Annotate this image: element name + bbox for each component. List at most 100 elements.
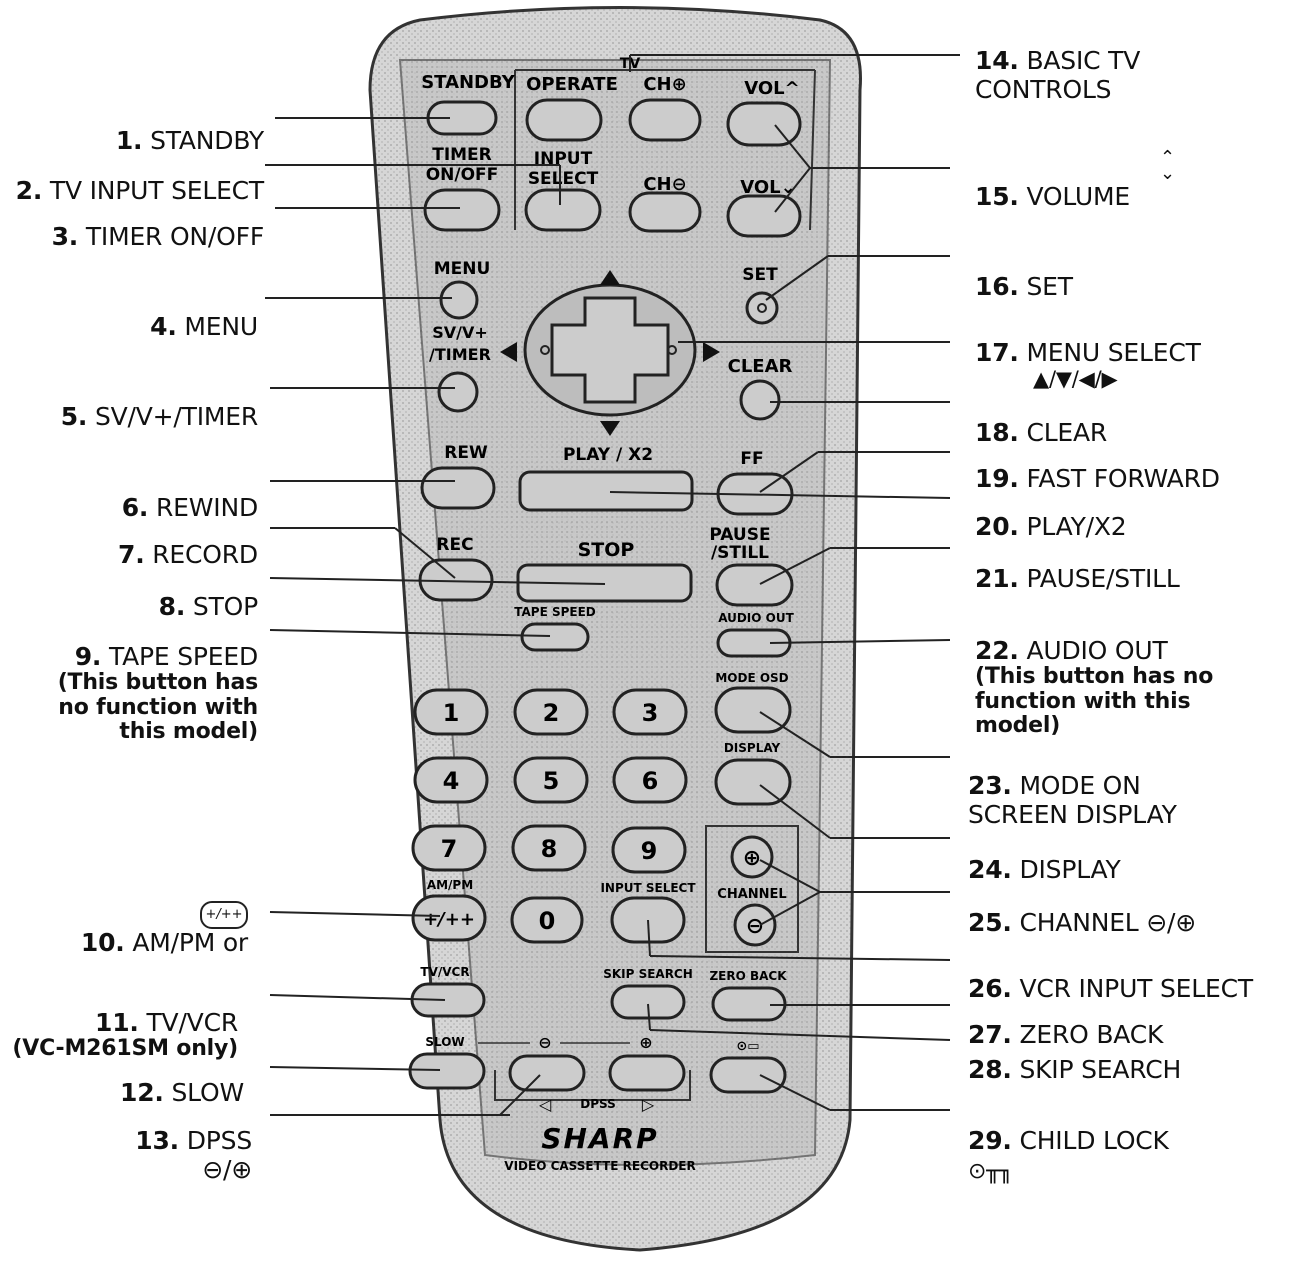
pause-label: PAUSE <box>709 525 770 545</box>
callout-standby: 1. STANDBY <box>115 125 264 155</box>
svg-text:8: 8 <box>541 835 558 863</box>
svg-text:4: 4 <box>443 767 460 795</box>
rec-label: REC <box>436 535 473 555</box>
callout-mode-osd: 23. MODE ON SCREEN DISPLAY <box>968 770 1177 830</box>
callout-clear: 18. CLEAR <box>975 417 1108 447</box>
am-pm-label: AM/PM <box>427 878 473 892</box>
channel-group-frame <box>705 825 799 953</box>
callout-fast-forward: 19. FAST FORWARD <box>975 463 1220 493</box>
still-label: /STILL <box>711 543 769 563</box>
key-4[interactable] <box>413 756 489 804</box>
key-3[interactable] <box>612 688 688 736</box>
tv-input-select-button[interactable] <box>524 188 602 232</box>
timer-onoff-button[interactable] <box>423 188 501 232</box>
tape-speed-button[interactable] <box>520 622 590 652</box>
callout-stop: 8. STOP <box>158 591 259 621</box>
callout-slow: 12. SLOW <box>120 1077 244 1107</box>
display-button[interactable] <box>714 758 792 806</box>
callout-am-pm: 10. AM/PM or <box>80 927 248 957</box>
select-label: SELECT <box>528 169 599 189</box>
callout-tape-speed: 9. TAPE SPEED (This button has no functi… <box>57 641 259 745</box>
callout-display: 24. DISPLAY <box>968 854 1121 884</box>
callout-audio-out: 22. AUDIO OUT (This button has no functi… <box>975 635 1214 739</box>
dpss-right-icon: ▷ <box>642 1095 655 1114</box>
sv-timer-button[interactable] <box>437 371 479 413</box>
child-lock-button[interactable] <box>709 1056 787 1094</box>
am-pm-button[interactable] <box>411 894 487 942</box>
child-lock-key-label: ⊙▭ <box>736 1039 759 1054</box>
svg-text:9: 9 <box>641 837 658 865</box>
vol-down-button[interactable] <box>726 194 802 238</box>
dpss-minus-label: ⊖ <box>538 1033 551 1052</box>
ch-minus-button[interactable] <box>628 191 702 233</box>
key-8[interactable] <box>511 824 587 872</box>
nav-pad-cross <box>550 296 670 404</box>
key-9[interactable] <box>611 826 687 874</box>
right-arrow-icon <box>703 342 720 362</box>
minus-icon: ⊖ <box>746 914 764 939</box>
callout-tv-input-select: 2. TV INPUT SELECT <box>15 175 265 205</box>
clear-button[interactable] <box>739 379 781 421</box>
callout-menu-select: 17. MENU SELECT ▲/▼/◀/▶ <box>975 337 1201 392</box>
callout-play-x2: 20. PLAY/X2 <box>975 511 1127 541</box>
key-1[interactable] <box>413 688 489 736</box>
timer-label: TIMER <box>432 145 492 165</box>
audio-out-label: AUDIO OUT <box>718 611 794 625</box>
tv-operate-button[interactable] <box>525 98 603 142</box>
plus-icon: ⊕ <box>743 846 761 871</box>
ch-plus-button[interactable] <box>628 98 702 142</box>
play-label: PLAY / X2 <box>563 445 653 465</box>
skip-search-button[interactable] <box>610 984 686 1020</box>
display-label: DISPLAY <box>724 741 781 755</box>
dpss-label: DPSS <box>580 1097 616 1111</box>
callout-record: 7. RECORD <box>118 539 258 569</box>
down-arrow-icon <box>600 421 620 436</box>
svg-text:7: 7 <box>441 835 458 863</box>
brand-logo: SHARP <box>541 1122 658 1155</box>
dpss-left-icon: ◁ <box>538 1095 552 1114</box>
ff-label: FF <box>740 449 763 469</box>
remote-panel <box>398 59 832 1166</box>
timer-sub-label: /TIMER <box>429 345 491 364</box>
dpss-plus-button[interactable] <box>608 1054 686 1092</box>
rew-label: REW <box>444 443 488 463</box>
am-pm-key-icon: +/++ <box>200 901 248 929</box>
callout-rewind: 6. REWIND <box>121 492 258 522</box>
dpss-minus-button[interactable] <box>508 1054 586 1092</box>
left-arrow-icon <box>500 342 517 362</box>
standby-label: STANDBY <box>421 72 516 93</box>
key-7[interactable] <box>411 824 487 872</box>
set-button[interactable] <box>745 291 779 325</box>
ch-plus-label: CH⊕ <box>643 74 686 95</box>
pause-button[interactable] <box>715 563 794 607</box>
up-arrow-icon <box>600 270 620 285</box>
leader-lines <box>265 54 960 1116</box>
zero-back-label: ZERO BACK <box>709 969 787 983</box>
play-button[interactable] <box>518 470 694 512</box>
rew-button[interactable] <box>420 466 496 510</box>
key-6[interactable] <box>612 756 688 804</box>
svg-text:3: 3 <box>642 699 659 727</box>
callout-pause-still: 21. PAUSE/STILL <box>975 563 1180 593</box>
mode-osd-label: MODE OSD <box>715 671 788 685</box>
callout-menu: 4. MENU <box>150 311 258 341</box>
slow-label: SLOW <box>425 1035 464 1049</box>
skip-search-label: SKIP SEARCH <box>603 967 693 981</box>
tv-vcr-label: TV/VCR <box>420 965 469 979</box>
mode-osd-button[interactable] <box>714 686 792 734</box>
key-2[interactable] <box>513 688 589 736</box>
slow-button[interactable] <box>408 1052 486 1090</box>
vol-down-label: VOL⌄ <box>740 177 795 198</box>
brand-subtitle: VIDEO CASSETTE RECORDER <box>504 1159 695 1173</box>
timer-onoff-label: ON/OFF <box>426 165 499 185</box>
callout-channel: 25. CHANNEL ⊖/⊕ <box>968 907 1196 937</box>
key-5[interactable] <box>513 756 589 804</box>
key-0[interactable] <box>510 896 584 944</box>
callout-sv-v-timer: 5. SV/V+/TIMER <box>60 401 258 431</box>
channel-minus-button[interactable] <box>733 903 777 947</box>
channel-plus-button[interactable] <box>730 835 774 879</box>
set-label: SET <box>742 265 778 285</box>
vol-up-button[interactable] <box>726 101 802 147</box>
menu-button[interactable] <box>439 280 479 320</box>
svg-text:5: 5 <box>543 767 560 795</box>
